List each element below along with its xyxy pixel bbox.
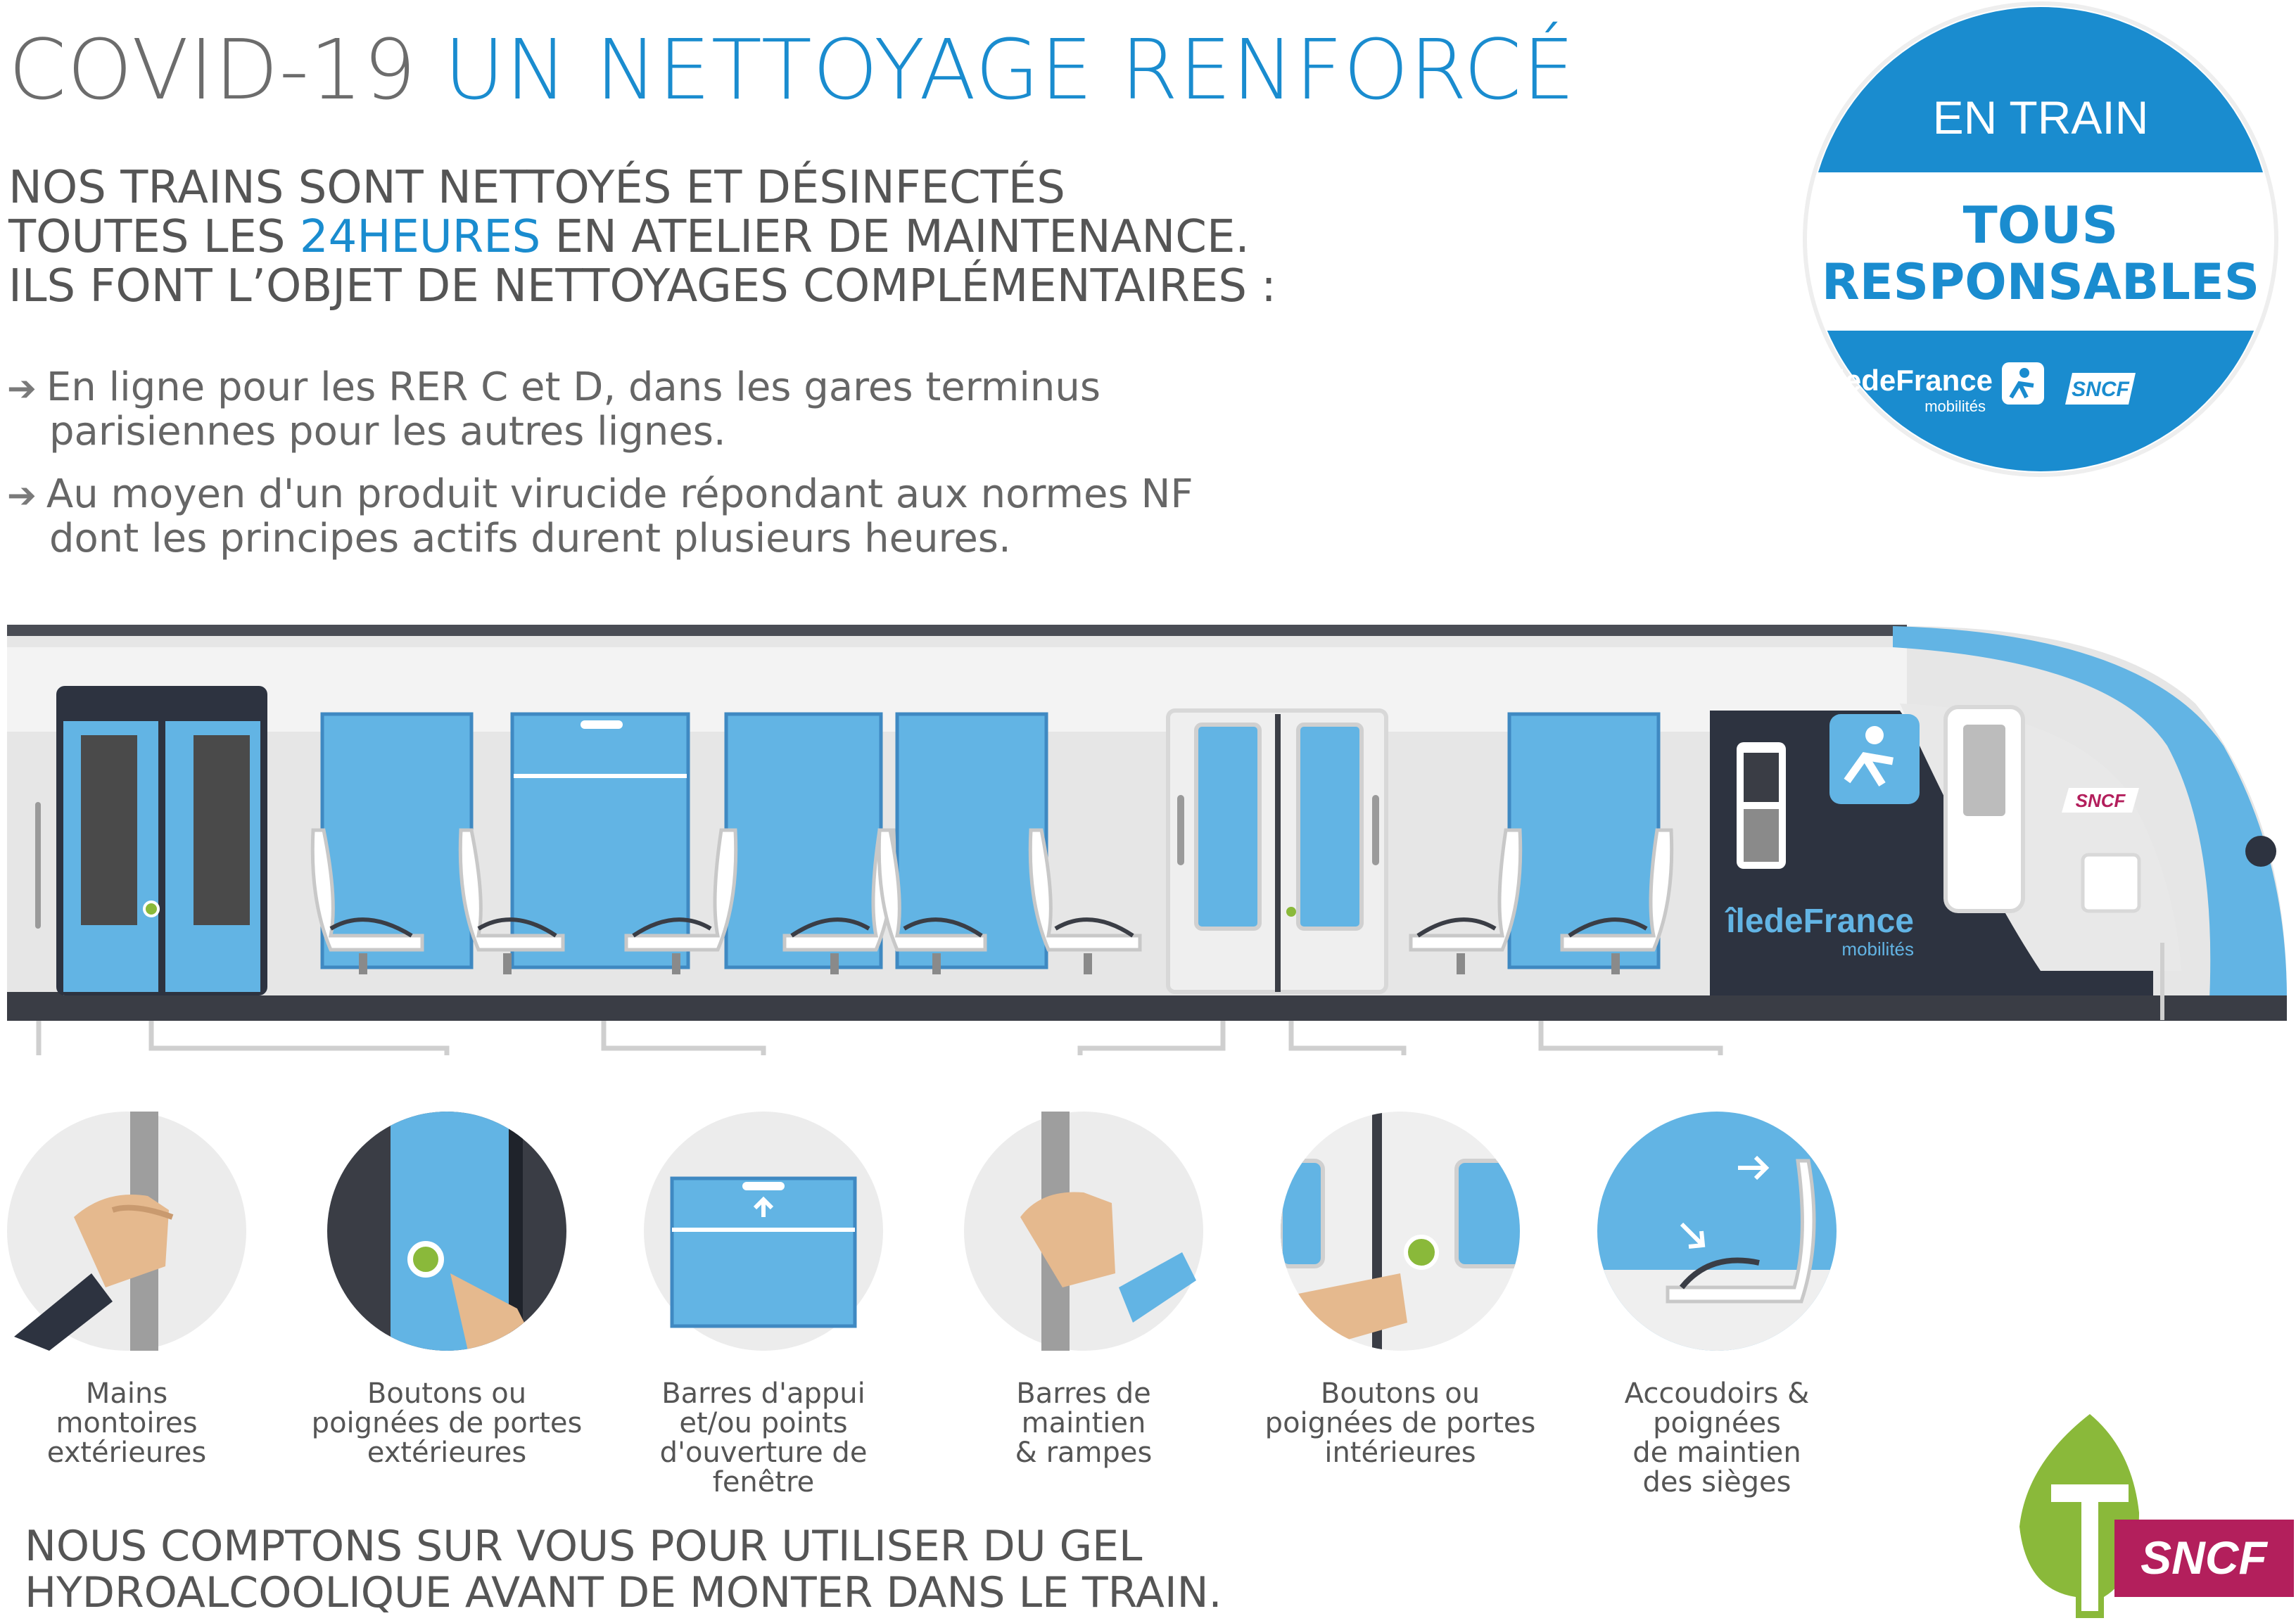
- caption-touchpoint: Boutons ou poignées de portes extérieure…: [292, 1379, 602, 1468]
- intro-line-2: TOUTES LES 24HEURES EN ATELIER DE MAINTE…: [8, 212, 1276, 262]
- grab-pole-icon: [964, 1112, 1203, 1351]
- caption-touchpoint: Boutons ou poignées de portes intérieure…: [1245, 1379, 1555, 1468]
- badge-middle-1: TOUS: [1963, 196, 2119, 255]
- footer-line-1: NOUS COMPTONS SUR VOUS POUR UTILISER DU …: [25, 1522, 1143, 1571]
- bullet-line: dont les principes actifs durent plusieu…: [49, 516, 1011, 561]
- caption-touchpoint: Barres de maintien & rampes: [929, 1379, 1238, 1468]
- badge-idf-logo: îledeFrance: [1827, 364, 1993, 397]
- caption-line: Barres d'appui: [661, 1377, 865, 1410]
- window-icon: [644, 1112, 883, 1351]
- caption-line: extérieures: [46, 1437, 207, 1469]
- intro-text: NOS TRAINS SONT NETTOYÉS ET DÉSINFECTÉS …: [8, 163, 1276, 311]
- badge-tous-responsables: EN TRAIN TOUS RESPONSABLES îledeFrance m…: [1803, 1, 2278, 477]
- caption-line: poignées de portes: [311, 1407, 583, 1439]
- caption-line: Boutons ou: [367, 1377, 527, 1410]
- door-button-icon: [1281, 1112, 1520, 1351]
- bullet-line: En ligne pour les RER C et D, dans les g…: [46, 364, 1101, 410]
- title-main: UN NETTOYAGE RENFORCÉ: [443, 21, 1576, 118]
- bottom-logos: SNCF: [2019, 1414, 2294, 1618]
- caption-line: poignées de portes: [1264, 1407, 1536, 1439]
- caption-line: & rampes: [1015, 1437, 1153, 1469]
- train-idf-logo: îledeFrance: [1725, 903, 1914, 940]
- intro-highlight: 24HEURES: [299, 211, 541, 263]
- bottom-sncf-logo: SNCF: [2140, 1532, 2268, 1584]
- intro-line-2a: TOUTES LES: [8, 211, 300, 263]
- caption-touchpoint: Accoudoirs & poignées de maintien des si…: [1562, 1379, 1872, 1497]
- caption-line: des sièges: [1642, 1466, 1791, 1498]
- badge-middle-2: RESPONSABLES: [1822, 253, 2259, 311]
- intro-line-1: NOS TRAINS SONT NETTOYÉS ET DÉSINFECTÉS: [8, 162, 1065, 214]
- caption-line: Boutons ou: [1320, 1377, 1480, 1410]
- train-illustration: SNCF îledeFrance mobilités: [7, 625, 2287, 1055]
- caption-line: Barres de: [1016, 1377, 1151, 1410]
- train-idf-sub: mobilités: [1841, 938, 1914, 960]
- bullet-item: ➔En ligne pour les RER C et D, dans les …: [7, 366, 1101, 454]
- caption-line: d'ouverture de fenêtre: [659, 1437, 868, 1498]
- caption-touchpoint: Mains montoires extérieures: [0, 1379, 281, 1468]
- caption-line: extérieures: [367, 1437, 527, 1469]
- transilien-leaf-icon: [2019, 1414, 2139, 1618]
- caption-line: montoires: [56, 1407, 198, 1439]
- intro-line-2b: EN ATELIER DE MAINTENANCE.: [540, 211, 1250, 263]
- footer-line-2: HYDROALCOOLIQUE AVANT DE MONTER DANS LE …: [25, 1568, 1222, 1617]
- seat-icon: [1597, 1112, 1837, 1351]
- arrow-right-icon: ➔: [7, 475, 37, 516]
- arrow-right-icon: ➔: [7, 368, 37, 409]
- caption-line: Accoudoirs & poignées: [1624, 1377, 1810, 1439]
- train-sncf-logo: SNCF: [2076, 790, 2126, 811]
- caption-line: Mains: [85, 1377, 168, 1410]
- badge-top-text: EN TRAIN: [1933, 91, 2149, 144]
- sncf-logo-box: [2065, 373, 2136, 405]
- door-button-icon: [327, 1112, 566, 1351]
- caption-line: et/ou points: [679, 1407, 848, 1439]
- title-covid: COVID-19: [8, 21, 417, 118]
- caption-touchpoint: Barres d'appui et/ou points d'ouverture …: [609, 1379, 918, 1497]
- badge-sncf-logo: SNCF: [2072, 378, 2129, 401]
- seats: [310, 828, 1674, 952]
- caption-line: intérieures: [1324, 1437, 1476, 1469]
- page-title: COVID-19 UN NETTOYAGE RENFORCÉ: [8, 21, 1575, 118]
- bullet-item: ➔Au moyen d'un produit virucide répondan…: [7, 473, 1193, 561]
- caption-line: maintien: [1021, 1407, 1146, 1439]
- caption-line: de maintien: [1632, 1437, 1801, 1469]
- bullet-line: parisiennes pour les autres lignes.: [49, 409, 726, 454]
- grab-pole-icon: [7, 1112, 246, 1351]
- badge-idf-sub: mobilités: [1924, 397, 1986, 415]
- sncf-logo-box: [2114, 1520, 2294, 1597]
- bullet-line: Au moyen d'un produit virucide répondant…: [46, 471, 1193, 517]
- intro-line-3: ILS FONT L’OBJET DE NETTOYAGES COMPLÉMEN…: [8, 260, 1276, 312]
- footer-message: NOUS COMPTONS SUR VOUS POUR UTILISER DU …: [25, 1523, 1222, 1616]
